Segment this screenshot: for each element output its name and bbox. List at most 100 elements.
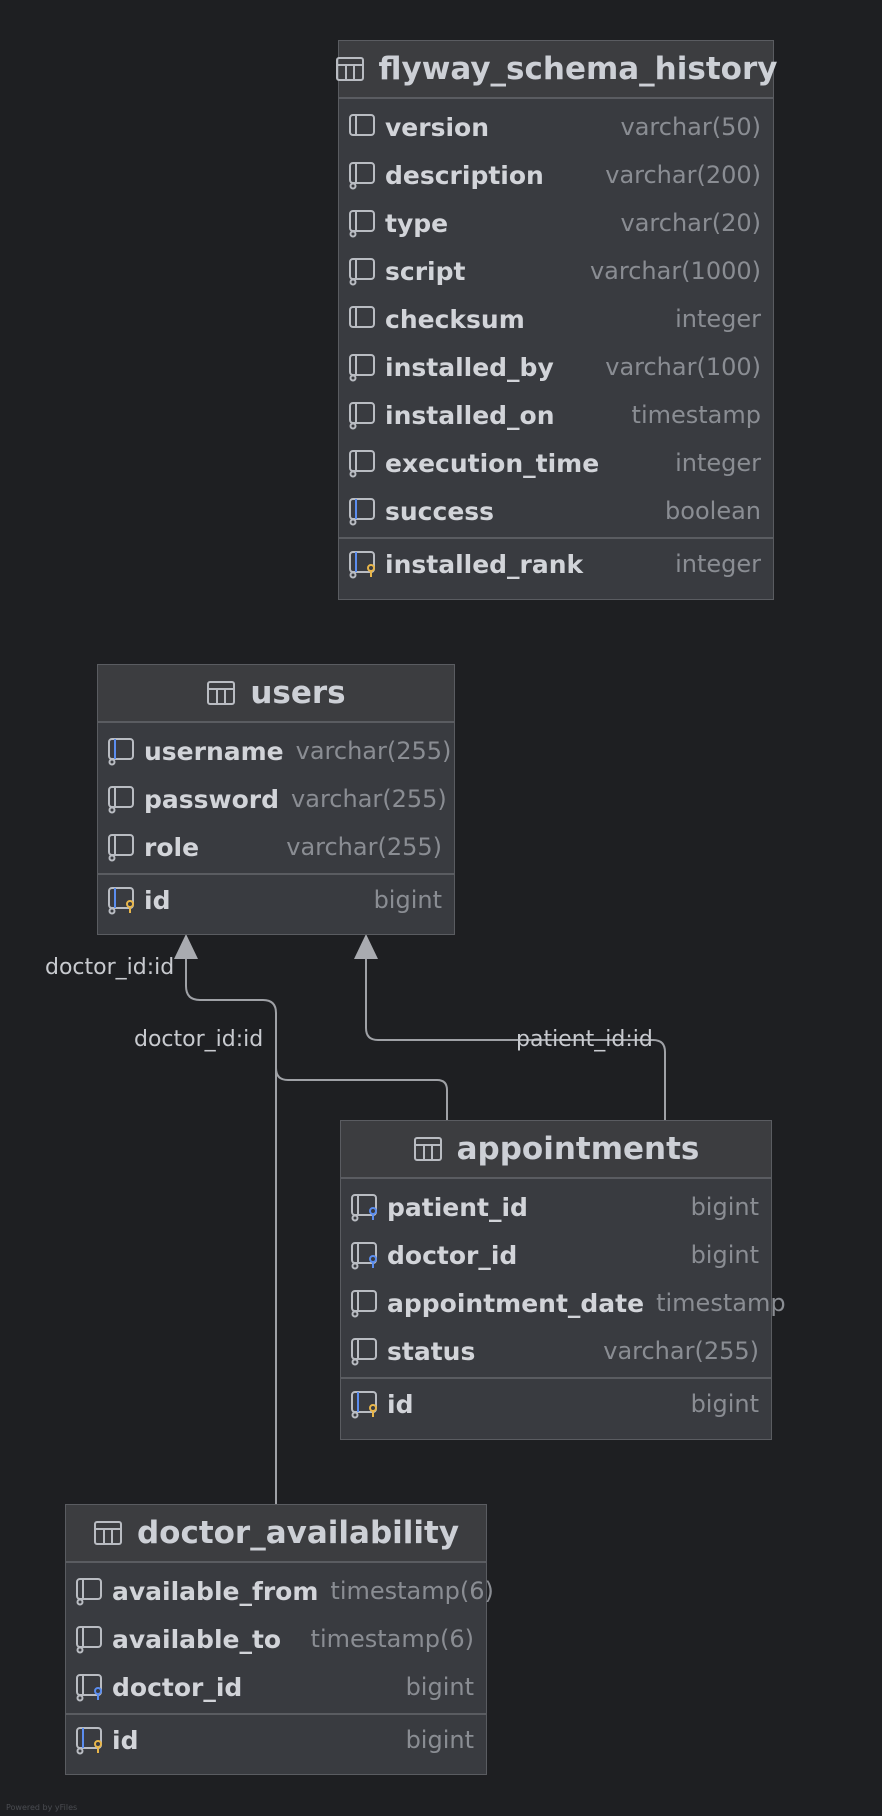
column-row[interactable]: available_to timestamp(6) [66,1615,486,1663]
column-type: varchar(50) [620,113,762,141]
column-name: role [144,832,200,862]
indexed-column-icon [347,496,377,526]
edge-appointments-patient [365,955,666,1120]
pk-separator [341,1377,771,1379]
nullable-column-icon [106,832,136,862]
column-name: installed_by [385,352,554,382]
column-name: installed_on [385,400,555,430]
primary-key-icon [347,549,377,579]
column-row[interactable]: role varchar(255) [98,823,454,871]
column-type: bigint [373,886,442,914]
edge-label-patient-id: patient_id:id [516,1027,653,1052]
column-row[interactable]: password varchar(255) [98,775,454,823]
column-row[interactable]: available_from timestamp(6) [66,1567,494,1615]
primary-key-icon [106,885,136,915]
column-type: varchar(20) [620,209,762,237]
nullable-column-icon [347,400,377,430]
primary-key-row[interactable]: id bigint [66,1715,486,1765]
nullable-column-icon [347,160,377,190]
column-row[interactable]: script varchar(1000) [339,247,773,295]
nullable-column-icon [349,1336,379,1366]
nullable-column-icon [347,208,377,238]
column-row[interactable]: doctor_id bigint [341,1231,771,1279]
table-icon [206,680,236,706]
table-icon [93,1520,123,1546]
table-name: flyway_schema_history [378,51,778,87]
column-name: description [385,160,544,190]
column-name: appointment_date [387,1288,645,1318]
primary-key-row[interactable]: id bigint [98,875,454,925]
table-header[interactable]: flyway_schema_history [335,41,777,99]
column-name: id [112,1725,139,1755]
table-header[interactable]: doctor_availability [66,1505,486,1563]
table-name: appointments [456,1131,700,1167]
column-name: available_to [112,1624,282,1654]
column-type: bigint [405,1726,474,1754]
nullable-column-icon [74,1624,104,1654]
column-row[interactable]: version varchar(50) [339,103,773,151]
column-name: patient_id [387,1192,528,1222]
column-type: timestamp [656,1289,786,1317]
column-name: available_from [112,1576,319,1606]
column-type: varchar(255) [291,785,447,813]
foreign-key-icon [74,1672,104,1702]
column-name: success [385,496,495,526]
foreign-key-icon [349,1192,379,1222]
table-header[interactable]: appointments [341,1121,771,1179]
table-icon [413,1136,443,1162]
column-type: varchar(255) [295,737,452,765]
arrowhead-users-patient [354,934,378,959]
nullable-column-icon [347,448,377,478]
foreign-key-icon [349,1240,379,1270]
column-type: timestamp(6) [330,1577,494,1605]
column-type: varchar(255) [286,833,442,861]
table-flyway-schema-history[interactable]: flyway_schema_history version varchar(50)… [335,40,777,600]
column-type: bigint [690,1390,759,1418]
indexed-column-icon [106,736,136,766]
column-name: version [385,112,490,142]
footer-credit: Powered by yFiles [6,1803,78,1812]
column-name: doctor_id [387,1240,518,1270]
column-row[interactable]: type varchar(20) [339,199,773,247]
column-type: bigint [690,1241,759,1269]
column-name: id [144,885,171,915]
column-type: timestamp(6) [310,1625,474,1653]
column-icon [347,112,377,142]
column-type: varchar(200) [605,161,761,189]
column-type: varchar(1000) [589,257,761,285]
column-row[interactable]: appointment_date timestamp [341,1279,786,1327]
column-name: password [144,784,280,814]
primary-key-icon [349,1389,379,1419]
column-type: varchar(100) [605,353,761,381]
column-type: boolean [665,497,761,525]
column-name: type [385,208,449,238]
column-row[interactable]: description varchar(200) [339,151,773,199]
pk-separator [339,537,773,539]
column-type: bigint [405,1673,474,1701]
nullable-column-icon [74,1576,104,1606]
arrowhead-users-doctor [174,934,198,959]
table-header[interactable]: users [98,665,454,723]
nullable-column-icon [106,784,136,814]
edge-label-doctor-id-2: doctor_id:id [134,1027,264,1052]
column-name: script [385,256,466,286]
column-row[interactable]: success boolean [339,487,773,535]
column-type: integer [675,305,761,333]
nullable-column-icon [347,256,377,286]
table-name: users [250,675,346,711]
table-name: doctor_availability [136,1515,460,1551]
column-row[interactable]: installed_by varchar(100) [339,343,773,391]
pk-separator [98,873,454,875]
